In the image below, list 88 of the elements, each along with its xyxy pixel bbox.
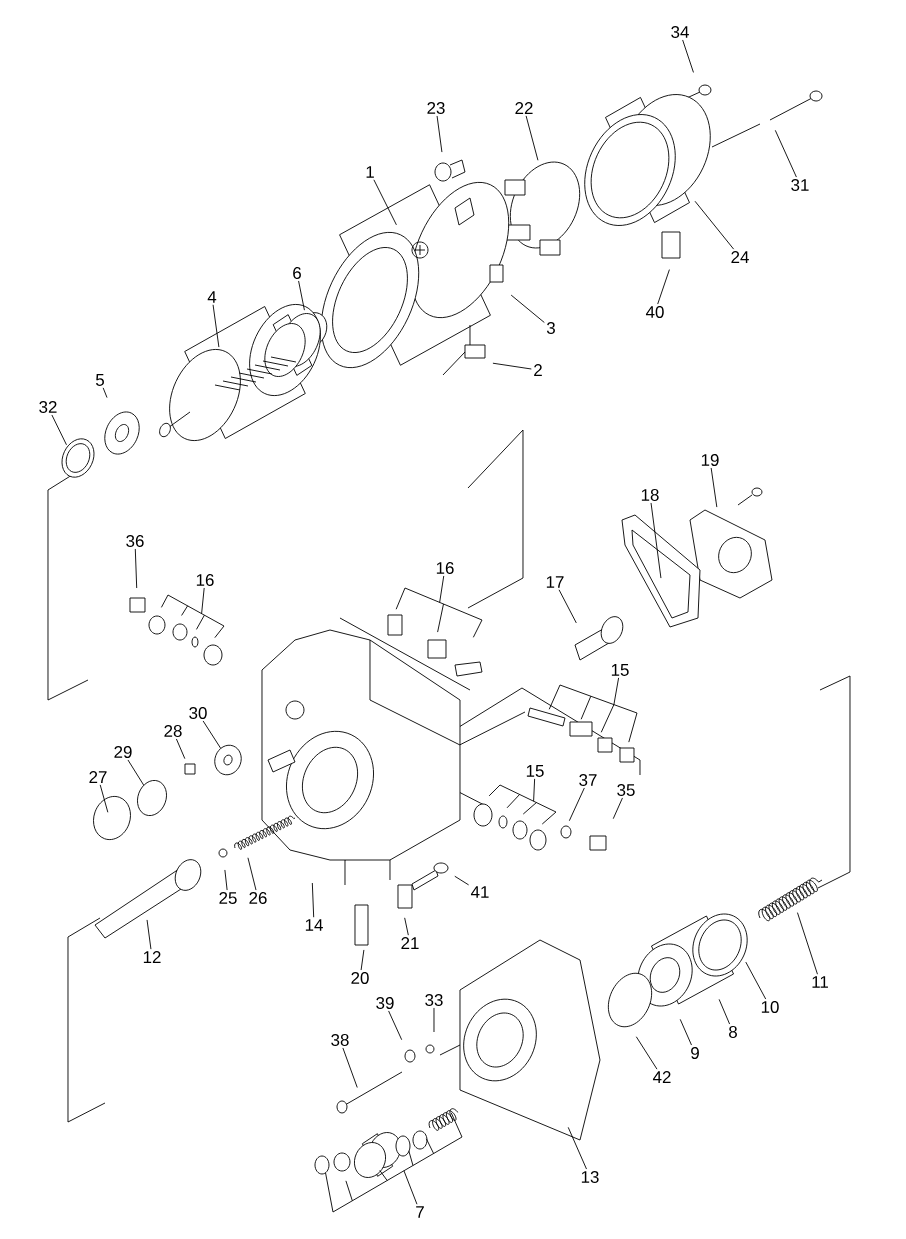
leader-line	[568, 787, 585, 822]
callout-number: 32	[39, 401, 57, 413]
leader-line	[492, 362, 532, 370]
leader-line	[212, 304, 220, 348]
callout-number: 10	[761, 1001, 779, 1013]
bracket-leader-line	[548, 677, 638, 743]
callout-number: 13	[581, 1171, 599, 1183]
leader-line	[404, 917, 409, 936]
leader-line	[650, 502, 662, 579]
callout-number: 25	[219, 892, 237, 904]
callout-number: 24	[731, 251, 749, 263]
callout-number: 17	[546, 576, 564, 588]
callout-number: 38	[331, 1034, 349, 1046]
leader-line	[710, 467, 718, 508]
callout-number: 42	[652, 1071, 671, 1083]
leader-line	[612, 797, 623, 820]
callout-number: 4	[207, 291, 217, 303]
bracket-leader-line	[160, 587, 225, 639]
leader-line	[694, 200, 735, 250]
leader-line	[635, 1036, 658, 1070]
callout-number: 22	[515, 102, 533, 114]
leader-line	[797, 912, 818, 975]
callout-number: 3	[546, 322, 555, 334]
callout-number: 26	[249, 892, 267, 904]
callout-number: 19	[701, 454, 719, 466]
leader-line	[224, 869, 228, 891]
leader-line	[433, 1007, 435, 1033]
callout-number: 37	[579, 774, 597, 786]
leader-line	[102, 387, 108, 399]
leader-line	[51, 414, 67, 446]
callout-number: 5	[95, 374, 104, 386]
callout-number: 35	[617, 784, 635, 796]
callout-number: 27	[89, 771, 107, 783]
callout-number: 18	[641, 489, 659, 501]
leader-line	[718, 998, 731, 1025]
leader-line	[567, 1126, 587, 1170]
callout-number: 15	[611, 664, 629, 676]
leader-line	[558, 589, 577, 624]
callout-number: 9	[691, 1047, 699, 1059]
callout-number: 16	[436, 562, 454, 574]
bracket-leader-line	[325, 1112, 463, 1213]
callout-number: 34	[671, 26, 689, 38]
leader-line	[146, 919, 152, 950]
callout-number: 7	[416, 1206, 424, 1218]
leader-line	[298, 280, 305, 311]
callout-number: 33	[425, 994, 443, 1006]
leader-line	[175, 738, 186, 760]
leader-line	[388, 1010, 403, 1041]
leader-line	[510, 294, 545, 323]
leader-line	[311, 882, 315, 918]
leader-line	[360, 949, 365, 971]
leader-line	[342, 1047, 358, 1088]
leader-line	[436, 115, 443, 153]
callout-number: 12	[143, 951, 161, 963]
leader-line	[745, 961, 767, 1000]
callout-number: 20	[351, 972, 369, 984]
callout-number: 1	[366, 166, 374, 178]
callout-number: 8	[729, 1026, 737, 1038]
callout-number: 31	[791, 179, 809, 191]
leader-line	[525, 115, 539, 161]
callout-number: 16	[196, 574, 214, 586]
callout-number: 15	[526, 765, 544, 777]
leader-line	[774, 129, 797, 178]
callout-number: 30	[189, 707, 207, 719]
leader-line	[682, 39, 694, 73]
callout-number: 28	[164, 725, 182, 737]
leader-line	[247, 857, 257, 891]
callout-number: 29	[114, 746, 132, 758]
callout-number: 39	[376, 997, 394, 1009]
leader-line	[454, 875, 470, 886]
leader-line	[127, 759, 145, 786]
callout-number: 11	[812, 976, 828, 988]
callout-number: 36	[126, 535, 144, 547]
leader-line	[373, 179, 397, 226]
callout-number: 21	[401, 937, 419, 949]
leader-line	[679, 1018, 692, 1046]
callout-number: 2	[534, 364, 542, 376]
leader-line	[202, 720, 222, 749]
leader-line	[99, 784, 109, 813]
leader-line	[657, 269, 670, 305]
bracket-leader-line	[488, 778, 557, 825]
callout-number: 6	[293, 267, 301, 279]
callout-number: 14	[305, 919, 323, 931]
callout-number: 23	[427, 102, 445, 114]
bracket-leader-line	[395, 575, 483, 638]
leader-line	[134, 548, 138, 589]
callout-number: 41	[470, 886, 489, 898]
callout-number: 40	[645, 306, 664, 318]
